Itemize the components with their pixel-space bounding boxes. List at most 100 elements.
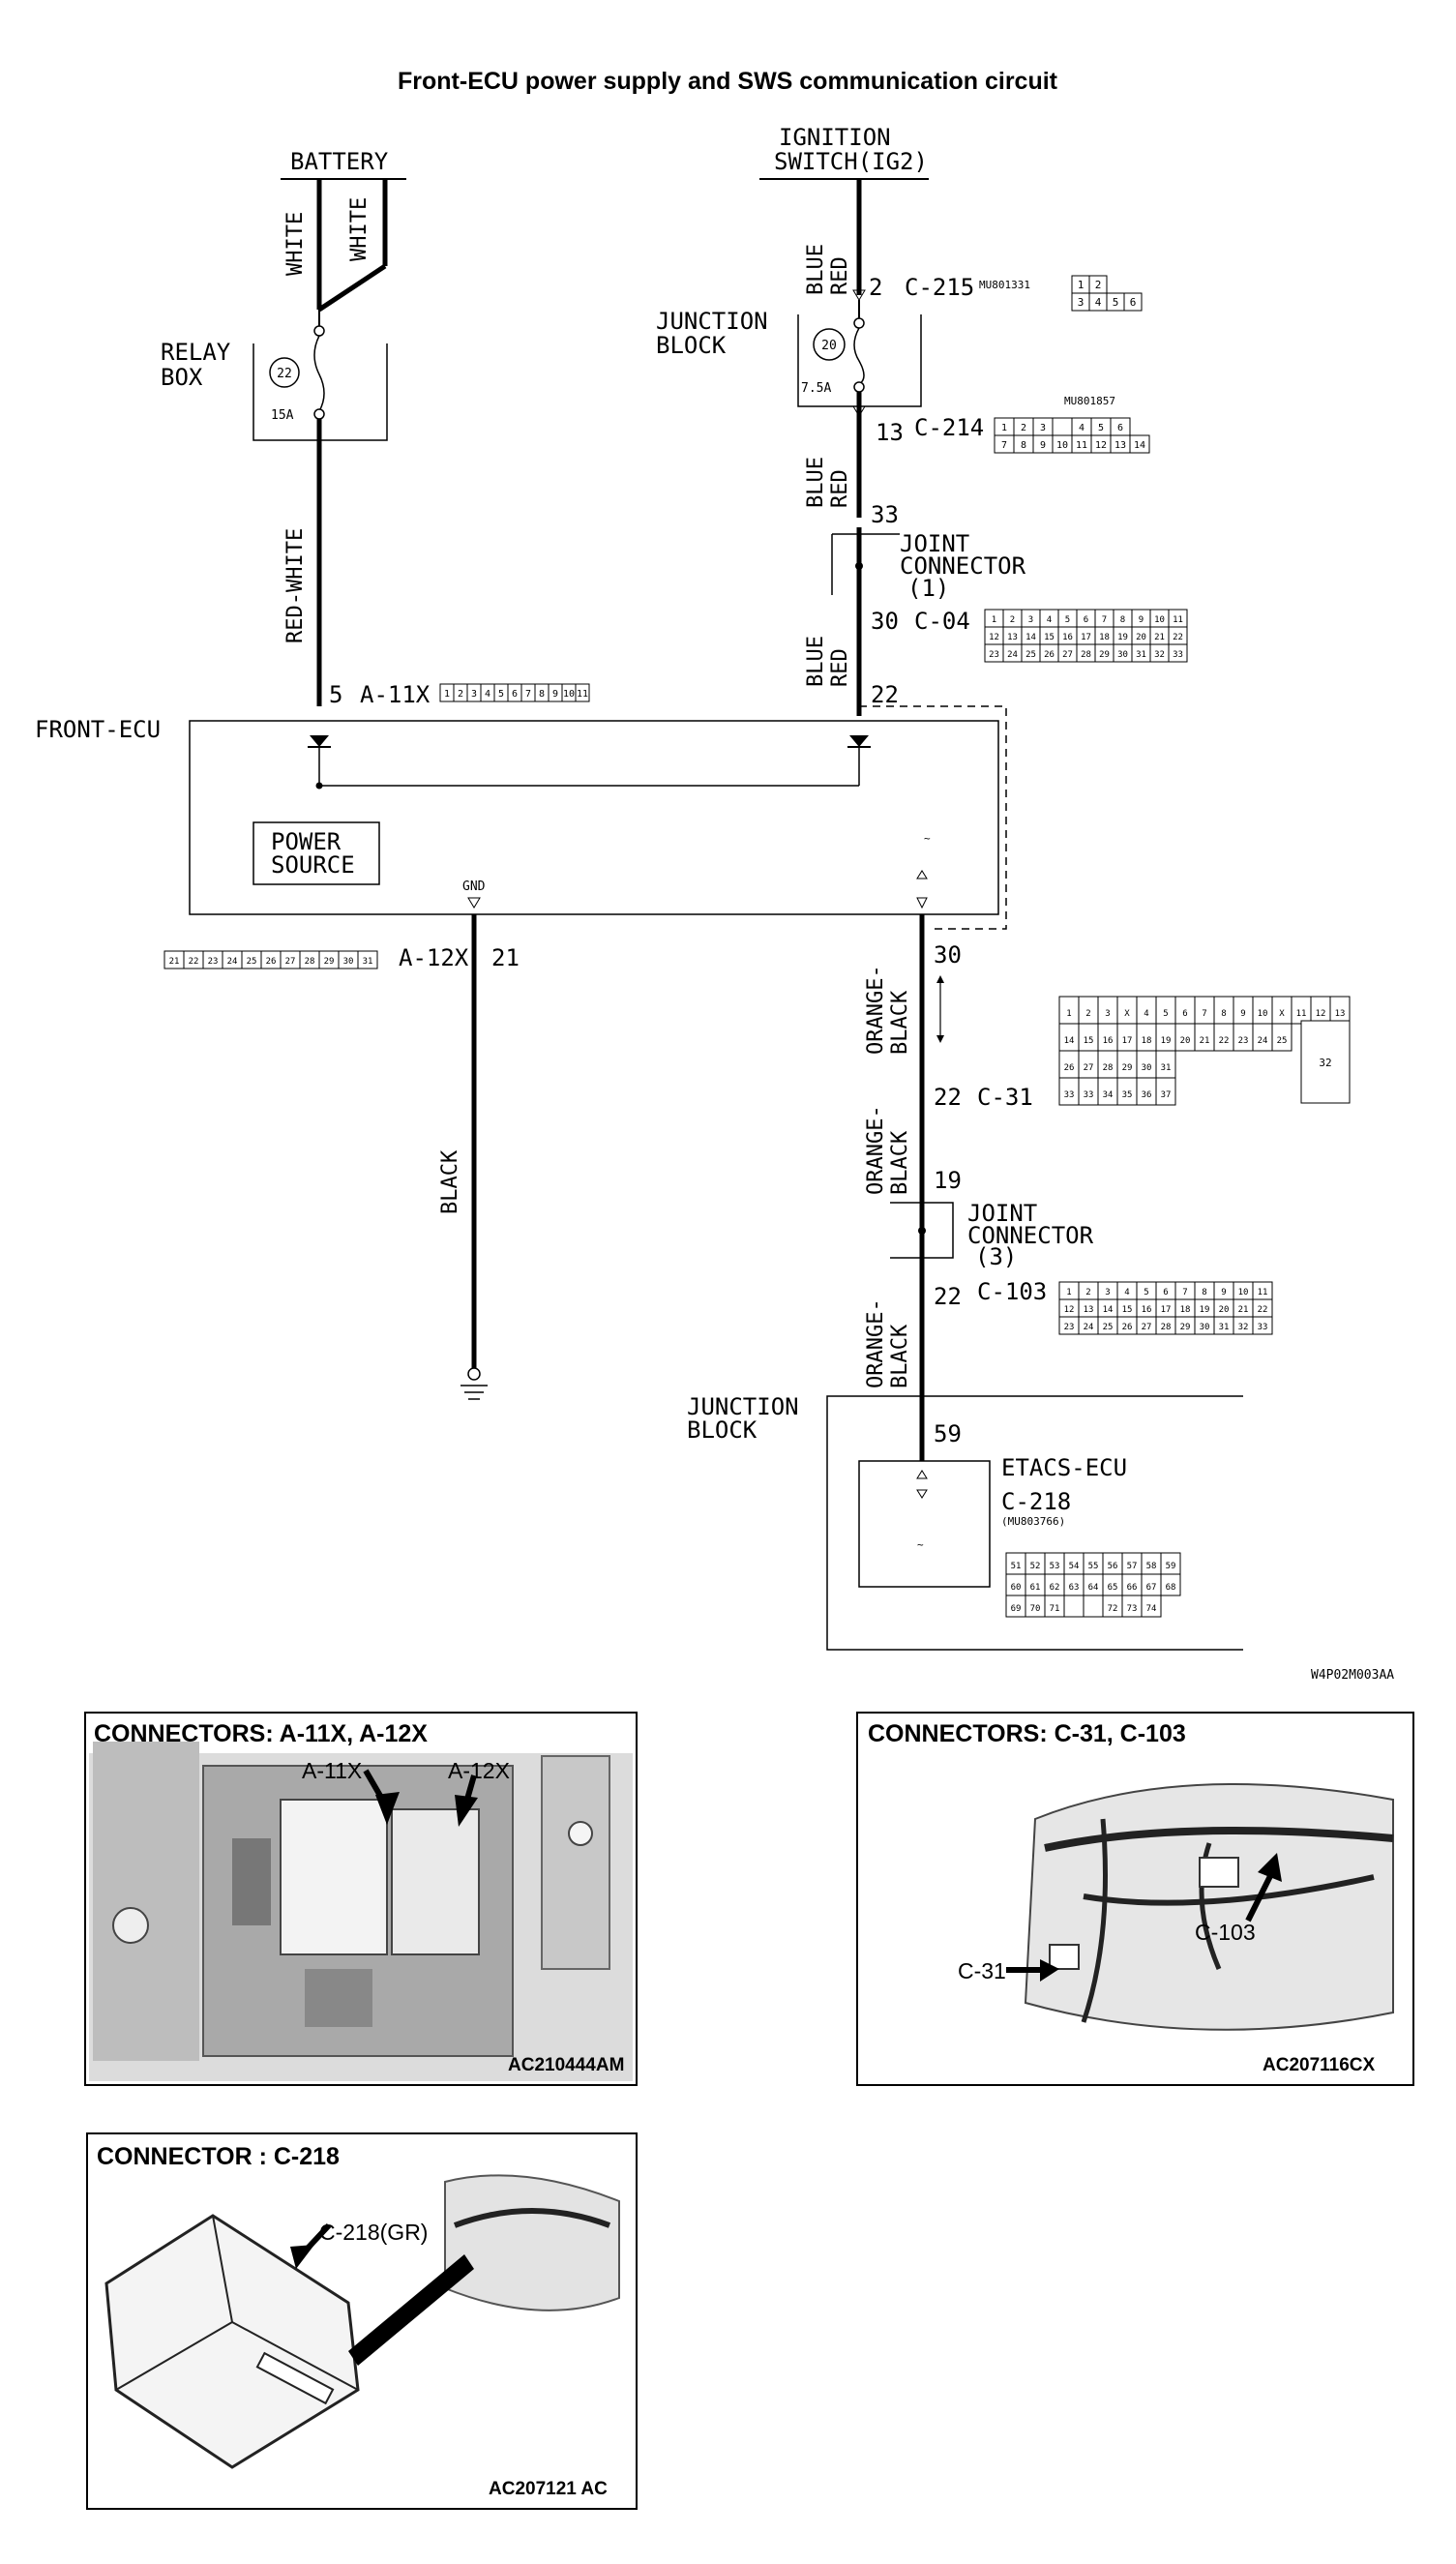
connector-pin-label: 2: [1095, 279, 1102, 291]
wire-blue-red-1b: RED: [828, 256, 852, 295]
connector-pin-label: 14: [1064, 1036, 1075, 1046]
connector-pin-label: 5: [1113, 296, 1119, 309]
panel-a11x: CONNECTORS: A-11X, A-12X A-11X A-12X AC2…: [84, 1712, 638, 2086]
connector-pin-label: 2: [458, 689, 463, 700]
connector-pin-label: 24: [227, 957, 238, 967]
c215-name: C-215: [905, 274, 974, 301]
battery-label: BATTERY: [290, 148, 389, 175]
connector-pin-label: 29: [1180, 1323, 1191, 1332]
connector-pin-label: 66: [1127, 1583, 1138, 1593]
connector-pin-label: 11: [1173, 615, 1183, 625]
connector-pin-label: 29: [1122, 1063, 1133, 1073]
connector-pin-label: 7: [1202, 1009, 1206, 1019]
wire-orange-black-3b: BLACK: [888, 1324, 912, 1388]
connector-pin-label: 27: [1062, 650, 1073, 660]
connector-pin-label: 27: [285, 957, 296, 967]
connector-pin-label: 30: [1200, 1323, 1210, 1332]
connector-pin-label: 30: [1142, 1063, 1152, 1073]
panel-a11x-label1: A-11X: [302, 1758, 362, 1783]
connector-pin-label: 52: [1030, 1562, 1041, 1571]
connector-pin-label: 16: [1062, 633, 1073, 642]
c103-name: C-103: [977, 1278, 1047, 1305]
c103-pin: 22: [934, 1283, 962, 1310]
svg-text:~: ~: [924, 832, 931, 845]
c04-name: C-04: [914, 608, 970, 635]
connector-pin-label: 33: [1064, 1090, 1075, 1100]
panel-c218-code: AC207121 AC: [489, 2479, 608, 2499]
panel-c31-code: AC207116CX: [1263, 2055, 1376, 2075]
c31-large-terminal-label: 32: [1319, 1057, 1331, 1069]
connector-pin-label: 18: [1099, 633, 1110, 642]
connector-cell: [575, 683, 590, 702]
connector-pin-label: 12: [989, 633, 999, 642]
connector-cell: [1083, 1595, 1104, 1618]
joint3-line1: JOINT: [967, 1200, 1037, 1227]
connector-pin-label: 58: [1146, 1562, 1157, 1571]
panel-c218-label1: C-218(GR): [319, 2220, 428, 2245]
connector-pin-label: 24: [1084, 1323, 1094, 1332]
connector-pin-label: 31: [1136, 650, 1146, 660]
connector-cell: [1160, 1573, 1181, 1596]
power-source-box: [253, 821, 380, 885]
wire-blue-red-3a: BLUE: [804, 636, 828, 687]
connector-pin-label: 21: [1238, 1305, 1249, 1315]
connector-pin-label: 11: [1258, 1288, 1268, 1297]
c218-part: (MU803766): [1001, 1515, 1065, 1528]
connector-pin-label: 34: [1103, 1090, 1114, 1100]
wire-orange-black-2a: ORANGE-: [864, 1105, 888, 1195]
connector-pin-label: 24: [1258, 1036, 1268, 1046]
connector-pin-label: 1: [1066, 1009, 1071, 1019]
connector-pin-label: 17: [1161, 1305, 1172, 1315]
connector-pin-label: 10: [1238, 1288, 1249, 1297]
jb2-line2: BLOCK: [687, 1416, 758, 1444]
connector-pin-label: 10: [1056, 440, 1068, 451]
wire-white-right: WHITE: [347, 197, 371, 261]
connector-pin-label: 8: [1221, 1009, 1226, 1019]
connector-pin-label: 12: [1064, 1305, 1075, 1315]
connector-pin-label: 64: [1088, 1583, 1099, 1593]
connector-pin-label: 11: [1296, 1009, 1307, 1019]
wire-blue-red-2a: BLUE: [804, 457, 828, 508]
connector-pin-label: 9: [552, 689, 558, 700]
connector-pin-label: 6: [1084, 615, 1088, 625]
connector-pin-label: 26: [1122, 1323, 1133, 1332]
connector-cell: [1123, 292, 1143, 312]
connector-pin-label: 2: [1021, 423, 1026, 433]
connector-pin-label: 3: [1040, 423, 1046, 433]
wire-blue-red-1a: BLUE: [804, 244, 828, 295]
panel-a11x-label2: A-12X: [448, 1758, 510, 1783]
connector-pin-label: 2: [1085, 1288, 1090, 1297]
connector-pin-label: 1: [444, 689, 450, 700]
connector-pin-label: 13: [1007, 633, 1018, 642]
connector-pin-label: 21: [1200, 1036, 1210, 1046]
connector-pin-label: 6: [512, 689, 518, 700]
connector-pin-label: 30: [1117, 650, 1128, 660]
connector-pin-label: 53: [1050, 1562, 1060, 1571]
connector-pin-label: 68: [1166, 1583, 1176, 1593]
c04-pin: 30: [871, 608, 899, 635]
c215-part: MU801331: [979, 279, 1030, 291]
connector-pin-label: 3: [1078, 296, 1085, 309]
c31-pin: 22: [934, 1084, 962, 1111]
relay-box-label-1: RELAY: [161, 339, 231, 366]
relay-fuse-amp: 15A: [271, 408, 294, 423]
connector-pin-label: 33: [1173, 650, 1183, 660]
connector-pin-label: 13: [1335, 1009, 1346, 1019]
wire-red-white: RED-WHITE: [283, 528, 308, 643]
connector-pin-label: 14: [1025, 633, 1036, 642]
connector-cell: [1052, 417, 1073, 436]
ignition-line1: IGNITION: [779, 124, 891, 151]
connector-pin-label: 71: [1050, 1604, 1060, 1614]
connector-pin-label: 57: [1127, 1562, 1138, 1571]
connector-pin-label: 9: [1240, 1009, 1245, 1019]
connector-pin-label: 6: [1117, 423, 1123, 433]
connector-pin-label: 13: [1084, 1305, 1094, 1315]
connector-pin-label: 65: [1108, 1583, 1118, 1593]
connector-pin-label: 25: [247, 957, 257, 967]
connector-pin-label: 9: [1221, 1288, 1226, 1297]
connector-pin-label: 9: [1040, 440, 1046, 451]
